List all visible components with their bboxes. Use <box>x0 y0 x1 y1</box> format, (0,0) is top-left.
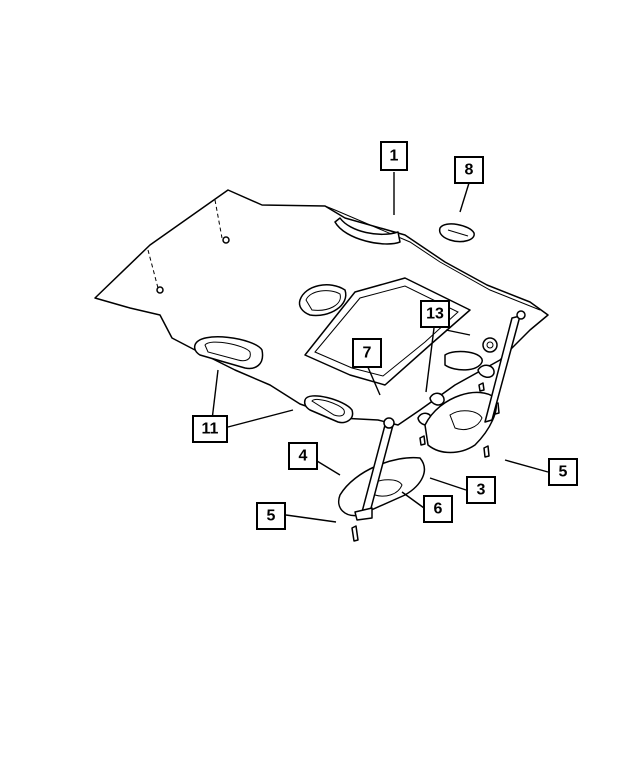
sun-visor-left <box>338 417 426 521</box>
visor-clips <box>417 337 498 426</box>
sun-visor-right <box>424 310 526 454</box>
callout-6: 6 <box>423 495 453 523</box>
callout-1: 1 <box>380 141 408 171</box>
callout-3: 3 <box>466 476 496 504</box>
callout-5-left-label: 5 <box>267 508 276 525</box>
callout-5-left: 5 <box>256 502 286 530</box>
callout-11: 11 <box>192 415 228 443</box>
callout-7: 7 <box>352 338 382 368</box>
callout-1-label: 1 <box>390 148 399 165</box>
callout-13-label: 13 <box>426 306 444 323</box>
grab-handle-right <box>303 395 354 424</box>
callout-5-right-label: 5 <box>559 464 568 481</box>
callout-7-label: 7 <box>363 345 372 362</box>
callout-4-label: 4 <box>299 448 308 465</box>
grab-handle-left <box>193 336 264 370</box>
callout-5-right: 5 <box>548 458 578 486</box>
callout-8-label: 8 <box>465 162 474 179</box>
dome-lamp <box>438 223 475 243</box>
front-recess <box>334 217 401 245</box>
callout-4: 4 <box>288 442 318 470</box>
callout-3-label: 3 <box>477 482 486 499</box>
callout-11-label: 11 <box>202 421 219 438</box>
leader-lines <box>211 172 549 523</box>
screws <box>351 382 500 542</box>
callout-8: 8 <box>454 156 484 184</box>
callout-13: 13 <box>420 300 450 328</box>
callout-6-label: 6 <box>434 501 443 518</box>
dome-light-opening <box>298 284 347 317</box>
